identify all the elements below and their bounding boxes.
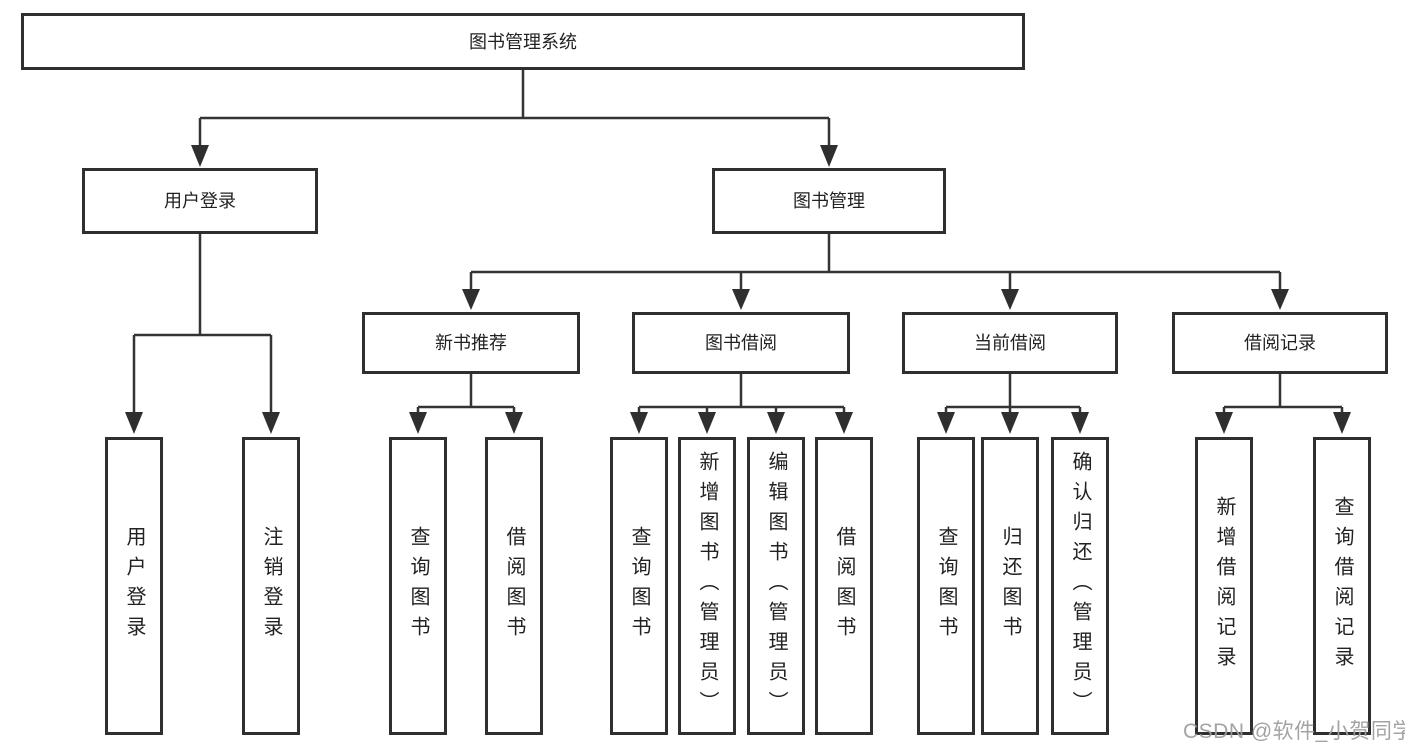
leaf-cb-return-books: 归还图书: [981, 437, 1039, 735]
arrow-down-icon: [732, 289, 750, 310]
arrow-down-icon: [698, 412, 716, 434]
connector-line: [469, 234, 1282, 290]
connector-line: [416, 374, 516, 413]
connector-line: [132, 234, 273, 413]
leaf-bb-edit-books-admin: 编辑图书（管理员）: [747, 437, 805, 735]
arrow-down-icon: [835, 412, 853, 434]
arrow-down-icon: [820, 145, 838, 167]
leaf-nbr-query-books: 查询图书: [389, 437, 447, 735]
node-new-book-recommendation: 新书推荐: [362, 312, 580, 374]
leaf-bb-query-books: 查询图书: [610, 437, 668, 735]
arrow-down-icon: [1215, 412, 1233, 434]
arrow-down-icon: [1071, 412, 1089, 434]
node-book-borrowing: 图书借阅: [632, 312, 850, 374]
leaf-bb-add-books-admin: 新增图书（管理员）: [678, 437, 736, 735]
leaf-cb-confirm-return-admin: 确认归还（管理员）: [1051, 437, 1109, 735]
arrow-down-icon: [767, 412, 785, 434]
arrow-down-icon: [937, 412, 955, 434]
arrow-down-icon: [1271, 289, 1289, 310]
arrow-down-icon: [1001, 412, 1019, 434]
arrow-down-icon: [262, 412, 280, 434]
leaf-user-login: 用户登录: [105, 437, 163, 735]
connector-line: [198, 69, 831, 146]
watermark-text: CSDN @软件_小贺同学: [1183, 720, 1405, 743]
leaf-nbr-borrow-books: 借阅图书: [485, 437, 543, 735]
node-borrowing-records: 借阅记录: [1172, 312, 1388, 374]
arrow-down-icon: [505, 412, 523, 434]
arrow-down-icon: [409, 412, 427, 434]
node-book-management: 图书管理: [712, 168, 946, 234]
node-user-login: 用户登录: [82, 168, 318, 234]
arrow-down-icon: [462, 289, 480, 310]
connector-line: [944, 374, 1082, 413]
arrow-down-icon: [191, 145, 209, 167]
leaf-br-query-borrow-record: 查询借阅记录: [1313, 437, 1371, 735]
leaf-bb-borrow-books: 借阅图书: [815, 437, 873, 735]
arrow-down-icon: [1001, 289, 1019, 310]
leaf-br-add-borrow-record: 新增借阅记录: [1195, 437, 1253, 735]
leaf-cb-query-books: 查询图书: [917, 437, 975, 735]
connector-line: [1222, 374, 1344, 413]
connector-line: [637, 374, 846, 413]
node-current-borrowing: 当前借阅: [902, 312, 1118, 374]
arrow-down-icon: [630, 412, 648, 434]
leaf-logout-login: 注销登录: [242, 437, 300, 735]
arrow-down-icon: [125, 412, 143, 434]
node-library-management-system: 图书管理系统: [21, 13, 1025, 70]
arrow-down-icon: [1333, 412, 1351, 434]
